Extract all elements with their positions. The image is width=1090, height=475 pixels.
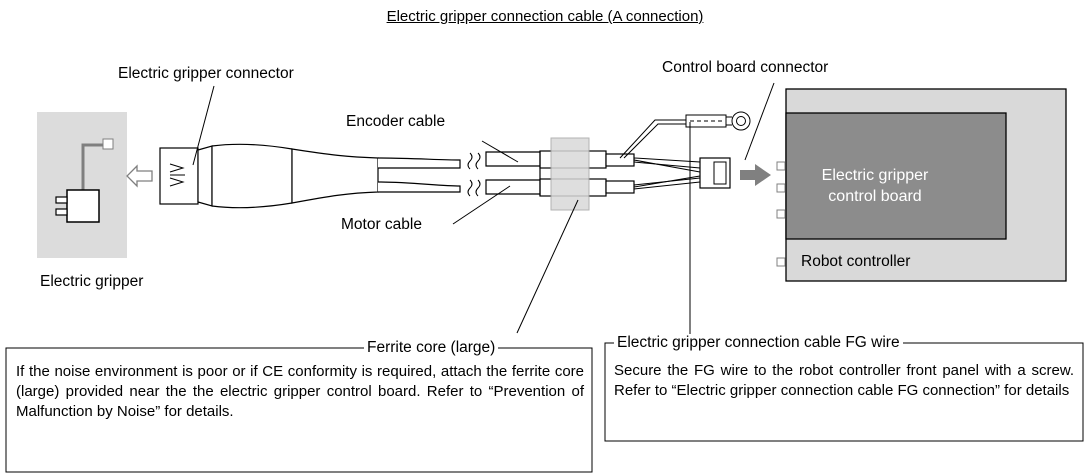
electric-gripper-illustration [37,112,127,258]
fg-note-text: Secure the FG wire to the robot controll… [614,362,1074,399]
label-gripper-connector: Electric gripper connector [118,65,294,82]
label-robot-controller: Robot controller [801,253,911,270]
label-encoder-cable: Encoder cable [346,113,446,130]
arrow-left-icon [126,164,153,188]
ferrite-note-title: Ferrite core (large) [364,339,499,357]
control-board-box [785,112,1007,240]
leader-lines [192,82,775,343]
fg-note-title: Electric gripper connection cable FG wir… [614,334,903,352]
encoder-cable [377,151,554,169]
fg-wire [619,111,751,159]
motor-cable [377,179,554,195]
ferrite-note-box [5,347,593,473]
ferrite-note-text: If the noise environment is poor or if C… [16,363,584,420]
gripper-connector [159,143,379,209]
control-board-label-line2: control board [828,188,922,205]
control-board-label-line1: Electric gripper [821,167,929,184]
arrow-right-icon [740,164,771,186]
diagram-title: Electric gripper connection cable (A con… [386,8,704,25]
label-electric-gripper: Electric gripper [40,273,144,290]
label-motor-cable: Motor cable [341,216,422,233]
label-control-board-connector: Control board connector [662,59,829,76]
ferrite-core [550,137,590,211]
control-board-label: Electric gripper control board [800,165,950,207]
